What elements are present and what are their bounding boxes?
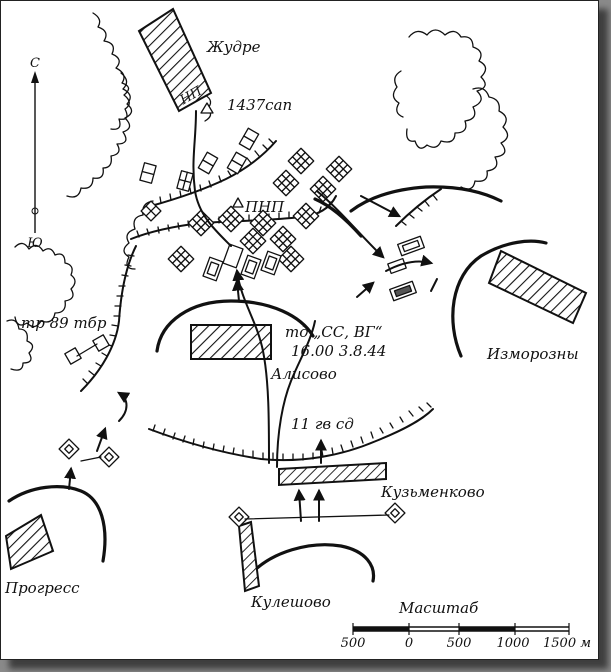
front-line-east bbox=[395, 188, 442, 227]
scale-tick-2: 0 bbox=[405, 636, 413, 651]
movement-arrows bbox=[64, 110, 438, 522]
map-frame: НП bbox=[0, 0, 599, 660]
battle-map: НП bbox=[4, 7, 591, 651]
unit-izmorozni-block bbox=[487, 249, 588, 325]
unit-td-label: тд „СС, ВГ“ bbox=[285, 323, 383, 341]
unit-tbr-label: тр 89 тбр bbox=[21, 314, 107, 332]
compass-north-label: С bbox=[30, 56, 40, 71]
scale-tick-1: 500 bbox=[341, 636, 366, 651]
unit-kuleshovo-block bbox=[237, 520, 261, 593]
unit-td-time: 16.00 3.8.44 bbox=[291, 342, 386, 360]
scale-tick-4: 1000 bbox=[496, 636, 529, 651]
scale-title: Масштаб bbox=[398, 599, 479, 617]
scale-tick-3: 500 bbox=[447, 636, 472, 651]
unit-pnp-label: ПНП bbox=[244, 198, 285, 216]
settlement-zhudre: НП bbox=[137, 7, 213, 113]
front-line-south bbox=[148, 408, 434, 462]
place-kuleshovo: Кулешово bbox=[250, 593, 331, 611]
unit-sd-label: 11 гв сд bbox=[291, 415, 354, 433]
unit-td-block bbox=[190, 324, 272, 360]
place-alisovo: Алисово bbox=[270, 365, 337, 383]
place-progress: Прогресс bbox=[4, 579, 80, 597]
north-arrow: С Ю bbox=[26, 56, 43, 251]
front-line-north bbox=[80, 140, 337, 392]
scale-tick-5: 1500 м bbox=[543, 636, 591, 651]
tank-symbols bbox=[58, 235, 425, 528]
place-zhudre: Жудре bbox=[206, 38, 261, 56]
unit-kuzmenkovo-block bbox=[278, 461, 387, 487]
unit-sap-label: 1437сап bbox=[227, 96, 292, 114]
front-line-east-ticks bbox=[400, 194, 438, 226]
forest-edges bbox=[6, 12, 509, 371]
place-izmorozni: Изморозны bbox=[486, 345, 579, 363]
place-kuzmenkovo: Кузьменково bbox=[380, 483, 485, 501]
obstacle-diamonds bbox=[139, 127, 353, 282]
unit-progress-block bbox=[4, 513, 55, 571]
scale-bar: Масштаб 500 0 500 1000 1500 м bbox=[341, 599, 591, 651]
front-line-south-ticks bbox=[152, 402, 432, 461]
compass-south-label: Ю bbox=[26, 236, 43, 251]
observation-post-markers bbox=[200, 102, 244, 208]
